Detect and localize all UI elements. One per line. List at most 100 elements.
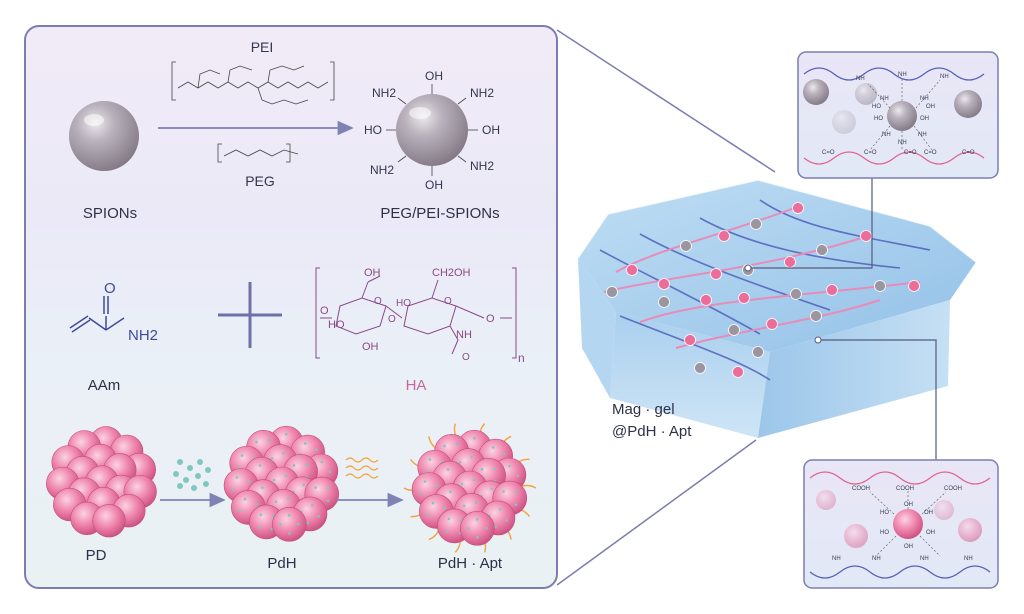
drug-dot <box>279 523 282 526</box>
ha-ring1-oh-bottom: OH <box>362 341 379 353</box>
drug-dot <box>485 526 488 530</box>
aptamer-squiggles <box>345 457 379 479</box>
drug-dot <box>460 482 464 486</box>
zoom-line-bottom <box>556 439 757 586</box>
pd-label: PD <box>86 547 107 564</box>
inset-top-co-1: C=O <box>822 150 835 156</box>
inset-bottom-oh-3: OH <box>926 530 935 536</box>
drug-dot <box>426 513 430 517</box>
drug-dot <box>284 474 288 478</box>
drug-dot <box>297 522 300 526</box>
drug-dot <box>516 474 520 478</box>
drug-dot <box>435 484 439 487</box>
gel-label-1: Mag · gel <box>612 401 675 418</box>
drug-dot <box>282 451 285 455</box>
drug-dot <box>259 513 263 517</box>
inset-top-oh-2: OH <box>926 104 935 110</box>
drug-dot <box>240 454 244 457</box>
inset-top-co-4: C=O <box>924 150 937 156</box>
drug-dot <box>467 527 470 530</box>
drug-dot <box>292 464 296 467</box>
network-node-pink <box>826 284 838 296</box>
ha-link-o-right: O <box>486 313 495 325</box>
drug-dot <box>328 470 332 474</box>
drug-dot <box>327 486 330 490</box>
inset-bottom-oh-4: OH <box>904 544 913 550</box>
drug-dot <box>505 519 508 522</box>
network-node-pink <box>784 256 796 268</box>
pdh-nanoparticle <box>223 425 340 542</box>
network-node-pink <box>766 318 778 330</box>
inset-bottom-cooh-1: COOH <box>852 486 870 492</box>
network-chain-blue <box>699 217 901 269</box>
drug-dot <box>305 463 308 466</box>
drug-dot <box>476 536 479 539</box>
group-top-right: NH2 <box>470 86 494 100</box>
ha-label: HA <box>406 377 427 394</box>
network-node-grey <box>658 296 670 308</box>
network-node-pink <box>908 280 920 292</box>
left-panel <box>24 25 558 589</box>
network-node-grey <box>790 288 802 300</box>
inset-bottom-cooh-2: COOH <box>896 486 914 492</box>
network-chain-blue <box>639 233 831 311</box>
pei-structure <box>171 61 335 105</box>
drug-dot <box>443 506 446 510</box>
drug-dot <box>514 503 518 506</box>
gel-label-2: @PdH · Apt <box>612 423 692 440</box>
peg-label: PEG <box>245 173 275 189</box>
drug-dot <box>419 492 423 495</box>
drug-dot <box>315 448 318 451</box>
inset-top <box>797 51 999 179</box>
network-node-pink <box>738 292 750 304</box>
inset-top-nh-8: NH <box>898 140 907 146</box>
inset-bottom-ho-1: HO <box>880 510 889 516</box>
network-node-pink <box>658 278 670 290</box>
peg-pei-spions-label: PEG/PEI-SPIONs <box>380 205 499 222</box>
drug-dot <box>235 476 239 479</box>
ha-ring2-ch2oh: CH2OH <box>432 267 471 279</box>
particle-lobe <box>92 504 126 538</box>
drug-dot <box>443 444 446 448</box>
drug-dot <box>255 502 258 506</box>
inset-top-nh-1: NH <box>856 76 865 82</box>
group-left: HO <box>364 123 382 137</box>
drug-dot <box>472 478 476 482</box>
drug-dot <box>491 446 495 449</box>
drug-dot <box>455 442 459 446</box>
drug-dot <box>272 478 276 482</box>
drug-dot <box>255 440 258 444</box>
pdh-apt-label: PdH · Apt <box>438 555 503 572</box>
drug-dot <box>474 501 478 505</box>
inset-bottom-cooh-3: COOH <box>944 486 962 492</box>
drug-dot <box>303 442 307 445</box>
drug-dot <box>287 514 291 517</box>
inset-top-nh-7: NH <box>918 132 927 138</box>
group-bottom: OH <box>425 178 443 192</box>
drug-dot <box>326 499 330 502</box>
plus-sign <box>218 282 282 348</box>
drug-dots <box>173 459 211 491</box>
drug-dot <box>306 521 309 524</box>
drug-dot <box>320 460 323 464</box>
drug-dot <box>462 504 466 508</box>
drug-dot <box>503 452 506 455</box>
drug-dot <box>502 490 505 493</box>
network-node-grey <box>728 324 740 336</box>
inset-bottom <box>803 459 999 589</box>
network-node-pink <box>684 334 696 346</box>
inset-top-ho-2: HO <box>872 104 881 110</box>
network-chain-blue <box>759 199 931 251</box>
group-right: OH <box>482 123 500 137</box>
group-bottom-left: NH2 <box>370 163 394 177</box>
network-chain-blue <box>619 315 771 381</box>
ha-cooh-oh: OH <box>364 267 381 279</box>
network-node-grey <box>606 286 618 298</box>
pd-nanoparticle <box>46 426 157 538</box>
aam-label: AAm <box>88 377 121 394</box>
inset-top-nh-2: NH <box>898 72 907 78</box>
drug-dot <box>515 490 518 494</box>
network-node-pink <box>718 230 730 242</box>
drug-dot <box>499 507 502 511</box>
inset-bottom-oh-2: OH <box>924 510 933 516</box>
